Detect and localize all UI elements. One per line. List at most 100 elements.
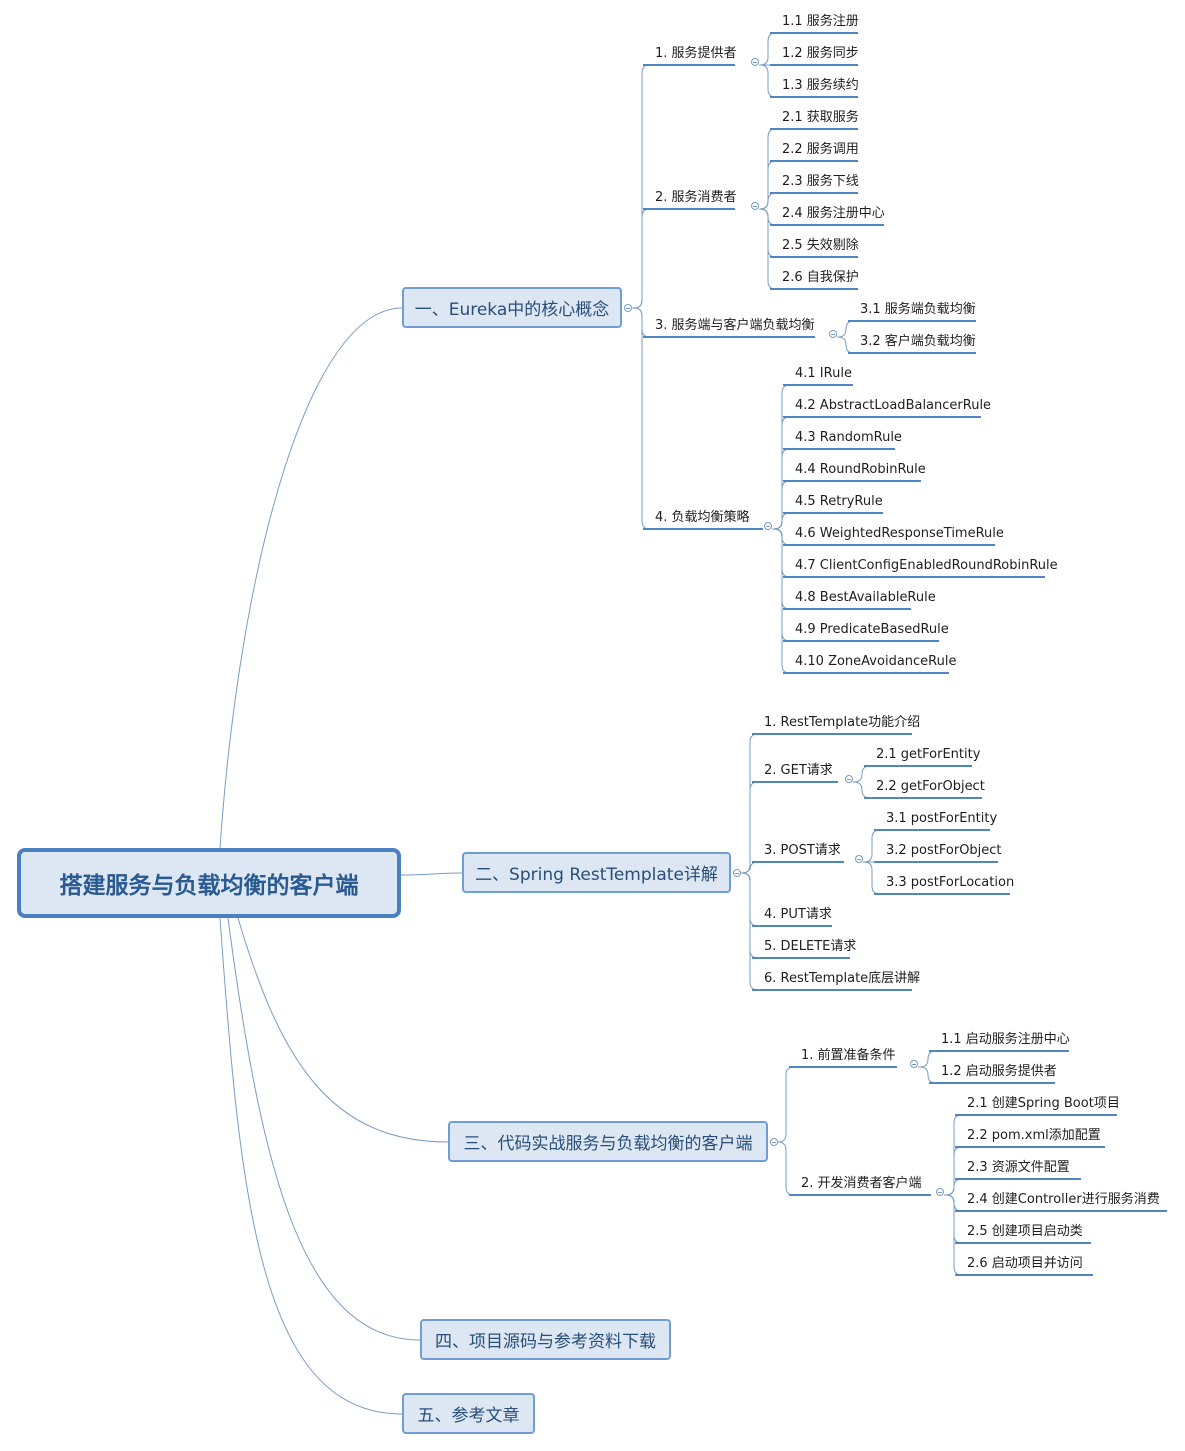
leaf-eureka-2-4[interactable]: 2.4 服务注册中心: [782, 206, 885, 221]
connector-line: [863, 829, 881, 863]
connector-line: [772, 528, 791, 610]
leaf-eureka-4-7[interactable]: 4.7 ClientConfigEnabledRoundRobinRule: [795, 558, 1058, 573]
connector-line: [632, 64, 651, 309]
connector-line: [944, 1114, 963, 1196]
connector-line: [772, 512, 791, 530]
connector-line: [759, 32, 777, 66]
connector-line: [853, 781, 871, 799]
root-topic[interactable]: 搭建服务与负载均衡的客户端: [17, 848, 401, 918]
fold-minus-icon[interactable]: [910, 1060, 918, 1068]
connector-line: [219, 917, 403, 1415]
connector-line: [837, 336, 855, 354]
connector-line: [772, 528, 791, 578]
connector-line: [772, 448, 791, 530]
leaf-eureka-2-2[interactable]: 2.2 服务调用: [782, 142, 859, 157]
leaf-post-1[interactable]: 3.1 postForEntity: [886, 811, 998, 826]
leaf-eureka-3-1[interactable]: 3.1 服务端负载均衡: [860, 302, 976, 317]
leaf-prep-2[interactable]: 1.2 启动服务提供者: [941, 1064, 1057, 1079]
leaf-consumer-6[interactable]: 2.6 启动项目并访问: [967, 1256, 1083, 1271]
connector-line: [759, 64, 777, 98]
subtopic-practice-2[interactable]: 2. 开发消费者客户端: [801, 1176, 922, 1191]
main-topic-source-download[interactable]: 四、项目源码与参考资料下载: [420, 1319, 671, 1360]
subtopic-resttemplate-6[interactable]: 6. RestTemplate底层讲解: [764, 971, 921, 986]
connector-line: [944, 1194, 963, 1244]
connector-line: [759, 208, 777, 290]
subtopic-practice-1[interactable]: 1. 前置准备条件: [801, 1048, 896, 1063]
leaf-eureka-4-8[interactable]: 4.8 BestAvailableRule: [795, 590, 936, 605]
fold-minus-icon[interactable]: [751, 202, 759, 210]
connector-line: [741, 872, 759, 991]
leaf-eureka-1-1[interactable]: 1.1 服务注册: [782, 14, 859, 29]
main-topic-resttemplate[interactable]: 二、Spring RestTemplate详解: [462, 852, 731, 893]
fold-minus-icon[interactable]: [936, 1188, 944, 1196]
leaf-get-1[interactable]: 2.1 getForEntity: [876, 747, 981, 762]
subtopic-eureka-4[interactable]: 4. 负载均衡策略: [655, 510, 750, 525]
fold-minus-icon[interactable]: [855, 855, 863, 863]
subtopic-eureka-3[interactable]: 3. 服务端与客户端负载均衡: [655, 318, 815, 333]
subtopic-resttemplate-2[interactable]: 2. GET请求: [764, 763, 833, 778]
fold-minus-icon[interactable]: [829, 330, 837, 338]
connector-line: [741, 781, 759, 874]
connector-line: [777, 1141, 795, 1196]
connector-line: [227, 917, 421, 1341]
connector-line: [944, 1146, 963, 1196]
leaf-eureka-4-4[interactable]: 4.4 RoundRobinRule: [795, 462, 926, 477]
connector-line: [632, 307, 651, 530]
subtopic-resttemplate-5[interactable]: 5. DELETE请求: [764, 939, 857, 954]
connector-line: [918, 1050, 937, 1068]
leaf-eureka-4-9[interactable]: 4.9 PredicateBasedRule: [795, 622, 949, 637]
connector-line: [944, 1178, 963, 1196]
connector-line: [863, 861, 881, 895]
fold-minus-icon[interactable]: [770, 1138, 778, 1146]
fold-minus-icon[interactable]: [845, 775, 853, 783]
leaf-eureka-4-1[interactable]: 4.1 IRule: [795, 366, 852, 381]
leaf-eureka-4-5[interactable]: 4.5 RetryRule: [795, 494, 883, 509]
connector-line: [772, 480, 791, 530]
subtopic-resttemplate-1[interactable]: 1. RestTemplate功能介绍: [764, 715, 921, 730]
leaf-consumer-1[interactable]: 2.1 创建Spring Boot项目: [967, 1096, 1120, 1111]
connector-line: [772, 384, 791, 530]
leaf-eureka-4-3[interactable]: 4.3 RandomRule: [795, 430, 902, 445]
leaf-eureka-4-6[interactable]: 4.6 WeightedResponseTimeRule: [795, 526, 1004, 541]
subtopic-eureka-2[interactable]: 2. 服务消费者: [655, 190, 737, 205]
subtopic-resttemplate-3[interactable]: 3. POST请求: [764, 843, 841, 858]
leaf-eureka-2-1[interactable]: 2.1 获取服务: [782, 110, 859, 125]
connector-line: [837, 320, 855, 338]
leaf-eureka-2-5[interactable]: 2.5 失效剔除: [782, 238, 859, 253]
main-topic-code-practice[interactable]: 三、代码实战服务与负载均衡的客户端: [448, 1121, 768, 1162]
leaf-eureka-3-2[interactable]: 3.2 客户端负载均衡: [860, 334, 976, 349]
leaf-consumer-4[interactable]: 2.4 创建Controller进行服务消费: [967, 1192, 1160, 1207]
subtopic-eureka-1[interactable]: 1. 服务提供者: [655, 46, 737, 61]
leaf-eureka-1-2[interactable]: 1.2 服务同步: [782, 46, 859, 61]
leaf-eureka-1-3[interactable]: 1.3 服务续约: [782, 78, 859, 93]
main-topic-references[interactable]: 五、参考文章: [402, 1393, 535, 1434]
subtopic-resttemplate-4[interactable]: 4. PUT请求: [764, 907, 832, 922]
connector-line: [772, 528, 791, 674]
leaf-prep-1[interactable]: 1.1 启动服务注册中心: [941, 1032, 1070, 1047]
connector-line: [237, 917, 449, 1143]
leaf-eureka-2-3[interactable]: 2.3 服务下线: [782, 174, 859, 189]
leaf-eureka-4-10[interactable]: 4.10 ZoneAvoidanceRule: [795, 654, 957, 669]
connector-line: [400, 872, 463, 876]
fold-minus-icon[interactable]: [764, 522, 772, 530]
leaf-post-3[interactable]: 3.3 postForLocation: [886, 875, 1015, 890]
connector-line: [918, 1066, 937, 1084]
connector-line: [853, 765, 871, 783]
leaf-eureka-4-2[interactable]: 4.2 AbstractLoadBalancerRule: [795, 398, 992, 413]
connector-line: [944, 1194, 963, 1276]
leaf-post-2[interactable]: 3.2 postForObject: [886, 843, 1002, 858]
leaf-consumer-5[interactable]: 2.5 创建项目启动类: [967, 1224, 1083, 1239]
fold-minus-icon[interactable]: [751, 58, 759, 66]
connector-line: [219, 307, 403, 849]
leaf-consumer-2[interactable]: 2.2 pom.xml添加配置: [967, 1128, 1101, 1143]
leaf-eureka-2-6[interactable]: 2.6 自我保护: [782, 270, 859, 285]
connector-line: [632, 208, 651, 309]
main-topic-eureka-concepts[interactable]: 一、Eureka中的核心概念: [402, 287, 622, 328]
fold-minus-icon[interactable]: [733, 869, 741, 877]
leaf-consumer-3[interactable]: 2.3 资源文件配置: [967, 1160, 1070, 1175]
leaf-get-2[interactable]: 2.2 getForObject: [876, 779, 985, 794]
connector-line: [777, 1066, 795, 1143]
fold-minus-icon[interactable]: [624, 304, 632, 312]
